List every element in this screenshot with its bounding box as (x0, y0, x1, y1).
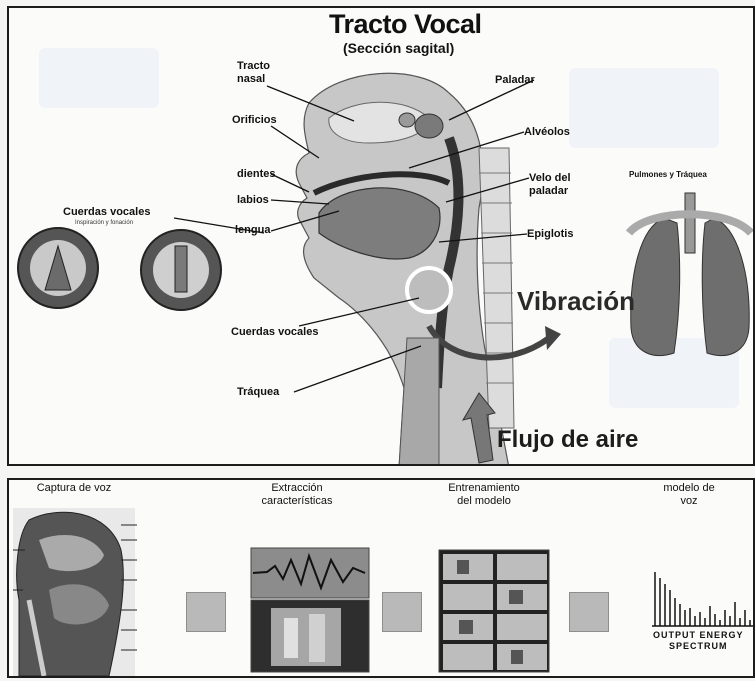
label-paladar: Paladar (495, 74, 535, 87)
anatomy-illustration (9, 8, 755, 466)
label-dientes: dientes (237, 168, 276, 181)
vibration-arrowhead (545, 326, 561, 350)
label-alveolos: Alvéolos (524, 126, 570, 139)
diagram-subtitle: (Sección sagital) (343, 40, 454, 56)
spectrum-caption: OUTPUT ENERGY SPECTRUM (653, 630, 744, 652)
diagram-title: Tracto Vocal (329, 9, 482, 40)
energy-spectrum-image (652, 572, 755, 626)
capture-head-image (13, 508, 137, 676)
lung-trachea (685, 193, 695, 253)
label-lengua: lengua (235, 224, 270, 237)
label-epiglotis: Epiglotis (527, 228, 573, 241)
cuerdas-vocales-title: Cuerdas vocales (63, 206, 150, 219)
training-model-image (439, 550, 549, 672)
flujo-de-aire-label: Flujo de aire (497, 426, 638, 454)
label-velo-paladar: Velo del paladar (529, 172, 571, 198)
vocal-tract-panel: Tracto Vocal (Sección sagital) Tracto na… (7, 6, 755, 466)
sinus-small (399, 113, 415, 127)
sinus (415, 114, 443, 138)
label-orificios: Orificios (232, 114, 277, 127)
label-traquea: Tráquea (237, 386, 279, 399)
pulmones-label: Pulmones y Tráquea (629, 170, 707, 179)
pipeline-connector (186, 592, 226, 632)
pipeline-connector (569, 592, 609, 632)
label-labios: labios (237, 194, 269, 207)
label-tracto-nasal: Tracto nasal (237, 60, 270, 86)
cuerdas-vocales-subtitle: Inspiración y fonación (75, 220, 133, 226)
larynx-highlight (407, 268, 451, 312)
feature-extraction-image (251, 548, 369, 672)
pipeline-connector (382, 592, 422, 632)
left-lung (631, 218, 680, 356)
label-cuerdas-vocales: Cuerdas vocales (231, 326, 318, 339)
vibracion-label: Vibración (517, 286, 635, 317)
voice-pipeline-panel: Captura de voz Extracción característica… (7, 478, 755, 678)
pipeline-illustrations (9, 480, 755, 678)
right-lung (702, 218, 749, 356)
